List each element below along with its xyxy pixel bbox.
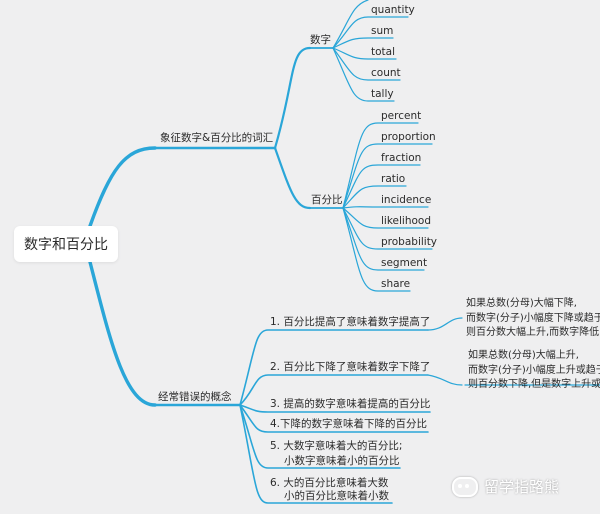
leaf-ratio[interactable]: ratio [381,173,406,185]
leaf-total[interactable]: total [371,46,396,58]
leaf-percent[interactable]: percent [381,110,422,122]
misconception-3[interactable]: 3. 提高的数字意味着提高的百分比 [270,398,431,410]
note-2[interactable]: 如果总数(分母)大幅上升, 而数字(分子)小幅度上升或趋于 则百分数下降,但是数… [468,349,600,393]
note-1-line2: 而数字(分子)小幅度下降或趋于 [466,312,600,324]
sub-numbers-label[interactable]: 数字 [310,34,331,46]
edge-branch1-sub1 [273,46,312,150]
note-2-line1: 如果总数(分母)大幅上升, [468,350,579,361]
leaf-quantity[interactable]: quantity [371,4,415,16]
note-1[interactable]: 如果总数(分母)大幅下降, 而数字(分子)小幅度下降或趋于 则百分数大幅上升,而… [466,297,600,341]
note-2-line3: 则百分数下降,但是数字上升或 [468,379,600,390]
misconception-6-line2: 小的百分比意味着小数 [284,490,389,502]
leaf-fraction[interactable]: fraction [381,152,422,164]
edge-root-branch2 [88,260,157,407]
leaf-probability[interactable]: probability [381,236,438,248]
branch-misconceptions-label[interactable]: 经常错误的概念 [158,391,232,403]
misconception-1[interactable]: 1. 百分比提高了意味着数字提高了 [270,316,431,328]
leaf-tally[interactable]: tally [371,88,394,100]
misconception-6-line1[interactable]: 6. 大的百分比意味着大数 [270,477,389,489]
misconception-4[interactable]: 4.下降的数字意味着下降的百分比 [270,418,428,430]
branch-vocab-label[interactable]: 象征数字&百分比的词汇 [160,132,274,144]
leaf-count[interactable]: count [371,67,401,79]
sub-percent-label[interactable]: 百分比 [311,194,343,206]
misconception-5-line1[interactable]: 5. 大数字意味着大的百分比; [270,440,403,452]
edge-root-branch1 [88,146,157,228]
leaf-segment[interactable]: segment [381,257,428,269]
leaf-proportion[interactable]: proportion [381,131,436,143]
leaf-share[interactable]: share [381,278,411,290]
root-node[interactable]: 数字和百分比 [14,226,118,262]
leaf-incidence[interactable]: incidence [381,194,432,206]
wechat-icon [452,476,478,497]
note-2-line2: 而数字(分子)小幅度上升或趋于 [468,364,600,376]
leaf-sum[interactable]: sum [371,25,394,37]
note-1-line3: 则百分数大幅上升,而数字降低 [466,327,600,338]
watermark-text: 留学指路熊 [484,478,560,496]
watermark: 留学指路熊 [452,476,559,497]
misconception-2[interactable]: 2. 百分比下降了意味着数字下降了 [270,361,431,373]
edge-branch1-sub2 [273,146,312,210]
leaf-likelihood[interactable]: likelihood [381,215,432,227]
note-1-line1: 如果总数(分母)大幅下降, [466,298,577,309]
misconception-5-line2: 小数字意味着小的百分比 [284,455,400,467]
